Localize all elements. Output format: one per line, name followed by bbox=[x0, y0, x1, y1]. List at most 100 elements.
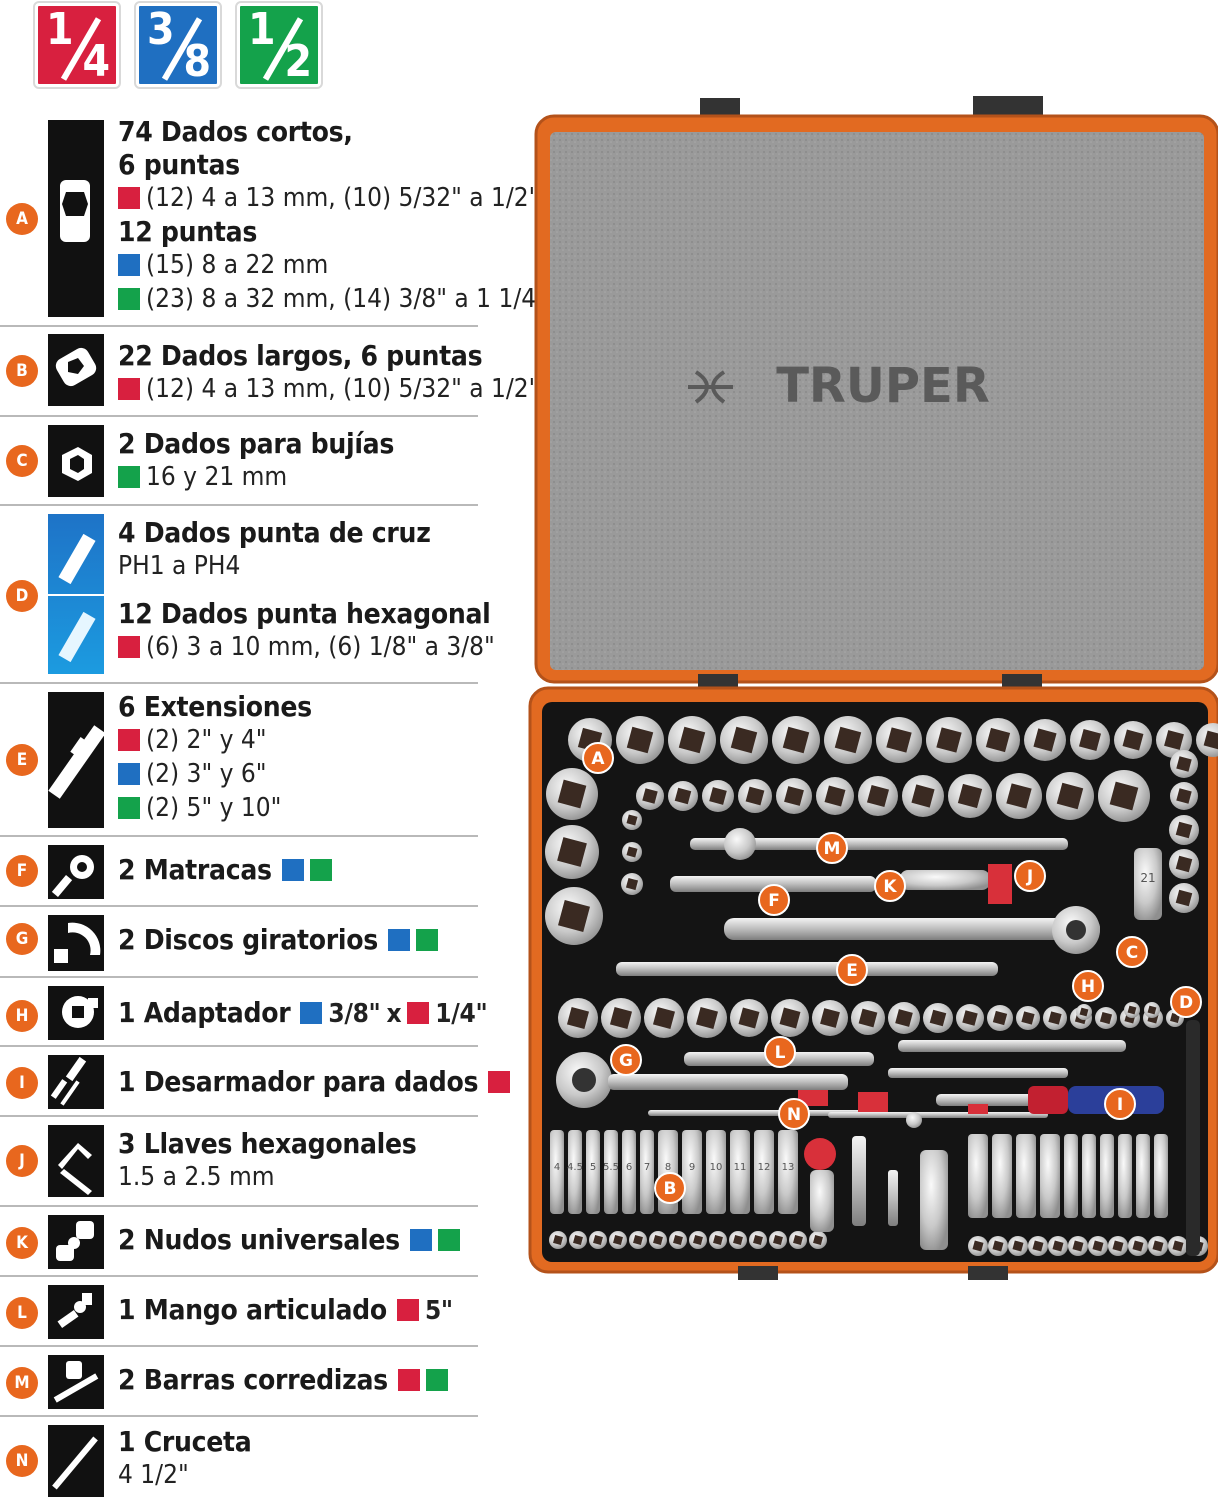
spinner-disc-icon bbox=[48, 915, 104, 971]
tray-callout-label: F bbox=[768, 891, 780, 911]
deep-socket bbox=[992, 1134, 1012, 1218]
tray-callout-label: J bbox=[1026, 867, 1033, 887]
tray-callout-label: L bbox=[775, 1043, 786, 1063]
tray-size-label: 11 bbox=[734, 1162, 747, 1173]
tray-size-label: 5 bbox=[590, 1162, 596, 1173]
callout-i: I bbox=[6, 1067, 38, 1099]
item-d-title1: 4 Dados punta de cruz bbox=[118, 516, 431, 549]
deep-socket bbox=[586, 1130, 600, 1214]
tray-callout-d bbox=[1170, 986, 1202, 1018]
quarter-drive-marker bbox=[397, 1369, 420, 1391]
tray-callout-a bbox=[582, 742, 614, 774]
callout-h: H bbox=[6, 1000, 38, 1032]
deep-socket bbox=[622, 1130, 636, 1214]
item-a-title: 74 Dados cortos, bbox=[118, 115, 353, 148]
item-row-c: C 2 Dados para bujías 16 y 21 mm bbox=[0, 417, 478, 506]
extension-bar-icon bbox=[48, 692, 104, 828]
deep-socket bbox=[1082, 1134, 1096, 1218]
callout-g: G bbox=[6, 923, 38, 955]
item-d-spec1: PH1 a PH4 bbox=[118, 551, 241, 581]
tray-callout-label: M bbox=[824, 839, 841, 859]
badge-quarter-inch: 1 4 bbox=[33, 1, 121, 89]
deep-socket bbox=[1100, 1134, 1114, 1218]
deep-socket bbox=[568, 1130, 582, 1214]
tray-callout-f bbox=[758, 884, 790, 916]
ratchet-icon bbox=[48, 845, 104, 899]
item-h-size-a: 3/8" bbox=[328, 999, 381, 1029]
tray-callout-j bbox=[1014, 860, 1046, 892]
deep-socket bbox=[1040, 1134, 1060, 1218]
item-a-spec1: (12) 4 a 13 mm, (10) 5/32" a 1/2" bbox=[146, 183, 540, 213]
deep-socket bbox=[682, 1130, 702, 1214]
tray-callout-label: I bbox=[1117, 1095, 1123, 1115]
spark-plug-socket-icon bbox=[48, 425, 104, 497]
item-row-k: K 2 Nudos universales bbox=[0, 1207, 478, 1277]
bit-socket-icon bbox=[48, 514, 104, 674]
item-e-title: 6 Extensiones bbox=[118, 690, 312, 723]
deep-socket bbox=[550, 1130, 564, 1214]
item-c-spec1: 16 y 21 mm bbox=[146, 462, 288, 492]
tray-callout-k bbox=[874, 870, 906, 902]
tool-case-drawing: TRUPER bbox=[528, 96, 1223, 1280]
half-drive-marker bbox=[118, 288, 140, 310]
quarter-drive-marker bbox=[407, 1002, 430, 1024]
item-a-sub2: 12 puntas bbox=[118, 215, 258, 248]
item-h-title: 1 Adaptador bbox=[118, 996, 291, 1029]
item-i-title: 1 Desarmador para dados bbox=[118, 1065, 479, 1098]
tray-callout-label: K bbox=[883, 877, 897, 897]
item-row-g: G 2 Discos giratorios bbox=[0, 907, 478, 978]
item-n-spec1: 4 1/2" bbox=[118, 1460, 189, 1490]
item-c-title: 2 Dados para bujías bbox=[118, 427, 395, 460]
tray-callout-label: G bbox=[619, 1051, 633, 1071]
item-row-d: D 4 Dados punta de cruz PH1 a PH4 12 Dad… bbox=[0, 506, 495, 684]
half-drive-marker bbox=[437, 1229, 460, 1251]
callout-e: E bbox=[6, 744, 38, 776]
item-g-title: 2 Discos giratorios bbox=[118, 923, 378, 956]
tray-callout-label: A bbox=[591, 749, 605, 769]
half-drive-marker bbox=[415, 929, 438, 951]
tray-callout-b bbox=[654, 1172, 686, 1204]
item-e-spec3: (2) 5" y 10" bbox=[146, 793, 282, 823]
callout-l: L bbox=[6, 1297, 38, 1329]
universal-joint-icon bbox=[48, 1215, 104, 1269]
deep-socket bbox=[1118, 1134, 1132, 1218]
item-e-spec2: (2) 3" y 6" bbox=[146, 759, 267, 789]
item-row-b: B 22 Dados largos, 6 puntas (12) 4 a 13 … bbox=[0, 327, 539, 417]
flex-handle-icon bbox=[48, 1285, 104, 1339]
deep-socket bbox=[640, 1130, 654, 1214]
half-drive-marker bbox=[425, 1369, 448, 1391]
deep-socket-icon bbox=[48, 334, 104, 406]
item-k-title: 2 Nudos universales bbox=[118, 1223, 400, 1256]
item-b-spec1: (12) 4 a 13 mm, (10) 5/32" a 1/2" bbox=[146, 374, 540, 404]
spinner-handle-icon bbox=[48, 1425, 104, 1497]
short-socket-icon bbox=[48, 120, 104, 317]
deep-socket bbox=[706, 1130, 726, 1214]
three-eighths-drive-marker bbox=[409, 1229, 432, 1251]
three-eighths-drive-marker bbox=[118, 254, 140, 276]
tray-size-label: 9 bbox=[689, 1162, 695, 1173]
item-n-title: 1 Cruceta bbox=[118, 1425, 252, 1458]
item-j-title: 3 Llaves hexagonales bbox=[118, 1127, 417, 1160]
tool-case-image: TRUPER bbox=[528, 90, 1223, 1285]
tray-callout-i bbox=[1104, 1088, 1136, 1120]
tray-size-label: 8 bbox=[665, 1162, 671, 1173]
callout-f: F bbox=[6, 855, 38, 887]
deep-socket bbox=[1154, 1134, 1168, 1218]
tray-size-label: 13 bbox=[782, 1162, 795, 1173]
tray-callout-m bbox=[816, 832, 848, 864]
quarter-drive-marker bbox=[118, 636, 140, 658]
deep-socket bbox=[754, 1130, 774, 1214]
quarter-drive-marker bbox=[118, 378, 140, 400]
quarter-drive-marker bbox=[118, 729, 140, 751]
quarter-drive-marker bbox=[396, 1299, 419, 1321]
tray-callout-l bbox=[764, 1036, 796, 1068]
drive-size-badges: 1 4 3 8 1 2 bbox=[33, 1, 323, 89]
callout-m: M bbox=[6, 1367, 38, 1399]
callout-b: B bbox=[6, 355, 38, 387]
item-row-a: A 74 Dados cortos, 6 puntas (12) 4 a 13 … bbox=[0, 115, 547, 327]
callout-c: C bbox=[6, 445, 38, 477]
item-a-spec2: (15) 8 a 22 mm bbox=[146, 250, 329, 280]
item-h-x: x bbox=[386, 999, 402, 1029]
tray-callout-h bbox=[1072, 970, 1104, 1002]
three-eighths-drive-marker bbox=[300, 1002, 323, 1024]
